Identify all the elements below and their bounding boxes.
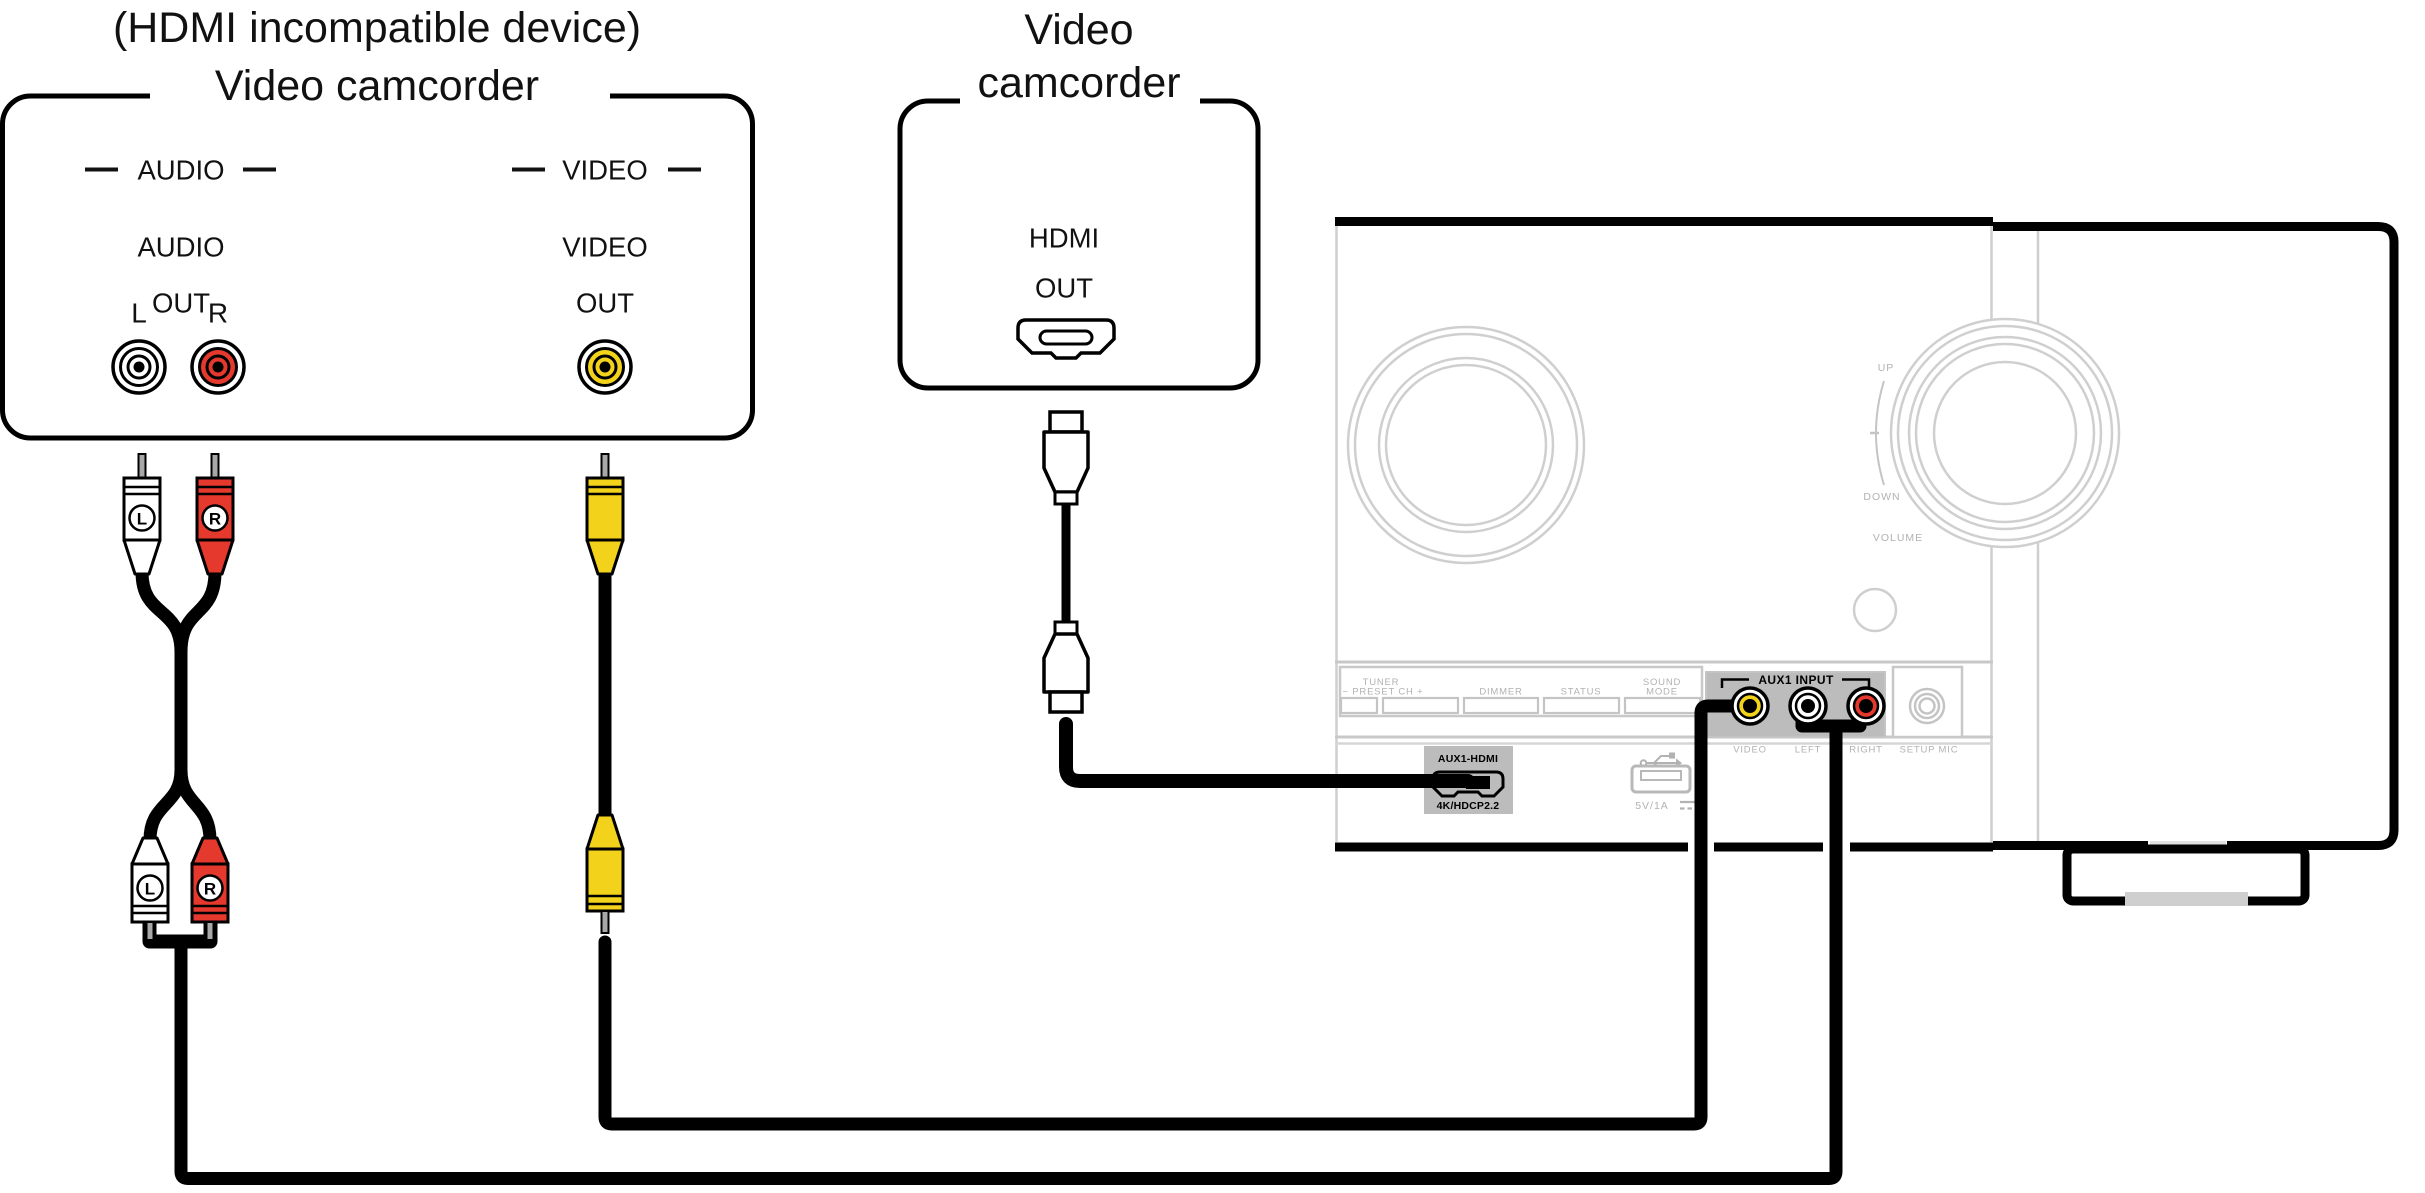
plug-letter: R xyxy=(204,880,216,899)
audio-group-label: AUDIO xyxy=(137,155,224,186)
audio-cable: L R L R xyxy=(122,453,1867,1185)
aux1-hdmi-port-icon xyxy=(1431,770,1505,798)
video-out-line1: VIDEO xyxy=(562,232,648,263)
tuner-label-line2: − PRESET CH + xyxy=(1343,687,1424,698)
hdmi-camcorder-box: Video camcorder HDMI OUT xyxy=(897,6,1261,391)
video-cable-run xyxy=(598,699,1749,1131)
dash xyxy=(243,167,276,172)
audio-out-line2: OUT xyxy=(152,288,210,319)
front-panel-button-round xyxy=(1852,587,1898,633)
title-gap-patch xyxy=(150,88,610,105)
video-jack-label: VIDEO xyxy=(1733,745,1767,756)
audio-cable-curve-left xyxy=(135,571,188,653)
dash xyxy=(668,167,701,172)
sound-mode-label-line1: SOUND xyxy=(1643,677,1681,688)
hdmi-port-icon xyxy=(1016,318,1116,360)
plug-letter: R xyxy=(209,510,221,529)
audio-cable-split-right xyxy=(174,769,217,841)
side-panel-border xyxy=(1990,222,2399,850)
volume-down-label: DOWN xyxy=(1863,491,1900,503)
usb-power-label: 5V/1A xyxy=(1635,800,1669,812)
analog-camcorder-box: (HDMI incompatible device) Video camcord… xyxy=(0,4,755,441)
aux1-video-jack xyxy=(1730,686,1770,726)
input-selector-knob xyxy=(1346,325,1586,565)
hdmi-out-line1: HDMI xyxy=(1029,223,1099,254)
receiver-main-body: TUNER − PRESET CH + DIMMER STATUS SOUND … xyxy=(1335,217,2121,852)
aux1-left-jack xyxy=(1788,686,1828,726)
rca-plug-red-bottom: R xyxy=(190,836,230,941)
tuner-label-line1: TUNER xyxy=(1363,677,1400,688)
rca-plug-yellow-top xyxy=(585,453,625,576)
dash xyxy=(512,167,545,172)
sound-mode-label-line2: MODE xyxy=(1646,687,1678,698)
rca-plug-red-top: R xyxy=(195,453,235,576)
setup-mic-label: SETUP MIC xyxy=(1900,745,1959,756)
hdmi-cable xyxy=(1042,410,1490,789)
panel-button-status xyxy=(1542,696,1621,715)
volume-label: VOLUME xyxy=(1873,532,1923,544)
hdmi-camcorder-title-line1: Video xyxy=(1024,6,1133,54)
rca-plug-yellow-bottom xyxy=(585,813,625,934)
rca-jack-red xyxy=(190,339,246,395)
analog-camcorder-title: Video camcorder xyxy=(215,62,539,110)
hdmi-out-line2: OUT xyxy=(1035,273,1093,304)
left-jack-label: LEFT xyxy=(1795,745,1821,756)
video-group-label: VIDEO xyxy=(562,155,648,186)
analog-camcorder-outline xyxy=(0,93,755,441)
right-channel-label: R xyxy=(208,298,228,329)
aux1-right-jack xyxy=(1846,686,1886,726)
plug-letter: L xyxy=(145,880,155,899)
volume-up-label: UP xyxy=(1878,362,1895,374)
left-channel-label: L xyxy=(131,298,147,329)
aux1-bracket-left xyxy=(1720,678,1749,688)
hdmi-plug-tip xyxy=(1466,776,1490,789)
panel-button-preset xyxy=(1381,696,1460,715)
title-gap-patch xyxy=(960,93,1200,110)
foot-pad xyxy=(2125,892,2248,906)
panel-button-dimmer xyxy=(1462,696,1540,715)
panel-button xyxy=(1339,696,1379,715)
rca-jack-yellow xyxy=(577,339,633,395)
hdmi-camcorder-title-line2: camcorder xyxy=(977,59,1180,107)
panel-button-sound-mode xyxy=(1623,696,1702,715)
hdmi-plug-top xyxy=(1042,410,1090,506)
usb-port-inner xyxy=(1640,770,1682,781)
video-out-line2: OUT xyxy=(576,288,634,319)
aux1-hdmi-label: AUX1-HDMI xyxy=(1438,753,1498,765)
volume-knob xyxy=(1889,317,2121,549)
receiver-side-panel xyxy=(1990,222,2399,906)
aux1-input-label: AUX1 INPUT xyxy=(1758,673,1834,687)
dash xyxy=(85,167,118,172)
rca-plug-white-top: L xyxy=(122,453,162,576)
composite-video-cable xyxy=(585,453,1749,1131)
side-panel-face xyxy=(1992,224,2396,848)
plug-letter: L xyxy=(137,510,147,529)
hdcp-label: 4K/HDCP2.2 xyxy=(1437,800,1500,812)
rca-jack-white xyxy=(111,339,167,395)
audio-out-line1: AUDIO xyxy=(137,232,224,263)
rca-plug-white-bottom: L xyxy=(130,836,170,941)
setup-mic-jack xyxy=(1908,687,1946,725)
status-label: STATUS xyxy=(1561,687,1602,698)
dimmer-label: DIMMER xyxy=(1479,687,1522,698)
audio-cable-curve-right xyxy=(174,571,222,653)
analog-camcorder-subtitle: (HDMI incompatible device) xyxy=(113,4,641,52)
right-jack-label: RIGHT xyxy=(1849,745,1883,756)
hdmi-cable-run xyxy=(1059,717,1475,788)
audio-cable-run xyxy=(174,729,1843,1185)
hdmi-plug-bottom xyxy=(1042,620,1090,714)
aux1-bracket-right xyxy=(1842,678,1871,688)
